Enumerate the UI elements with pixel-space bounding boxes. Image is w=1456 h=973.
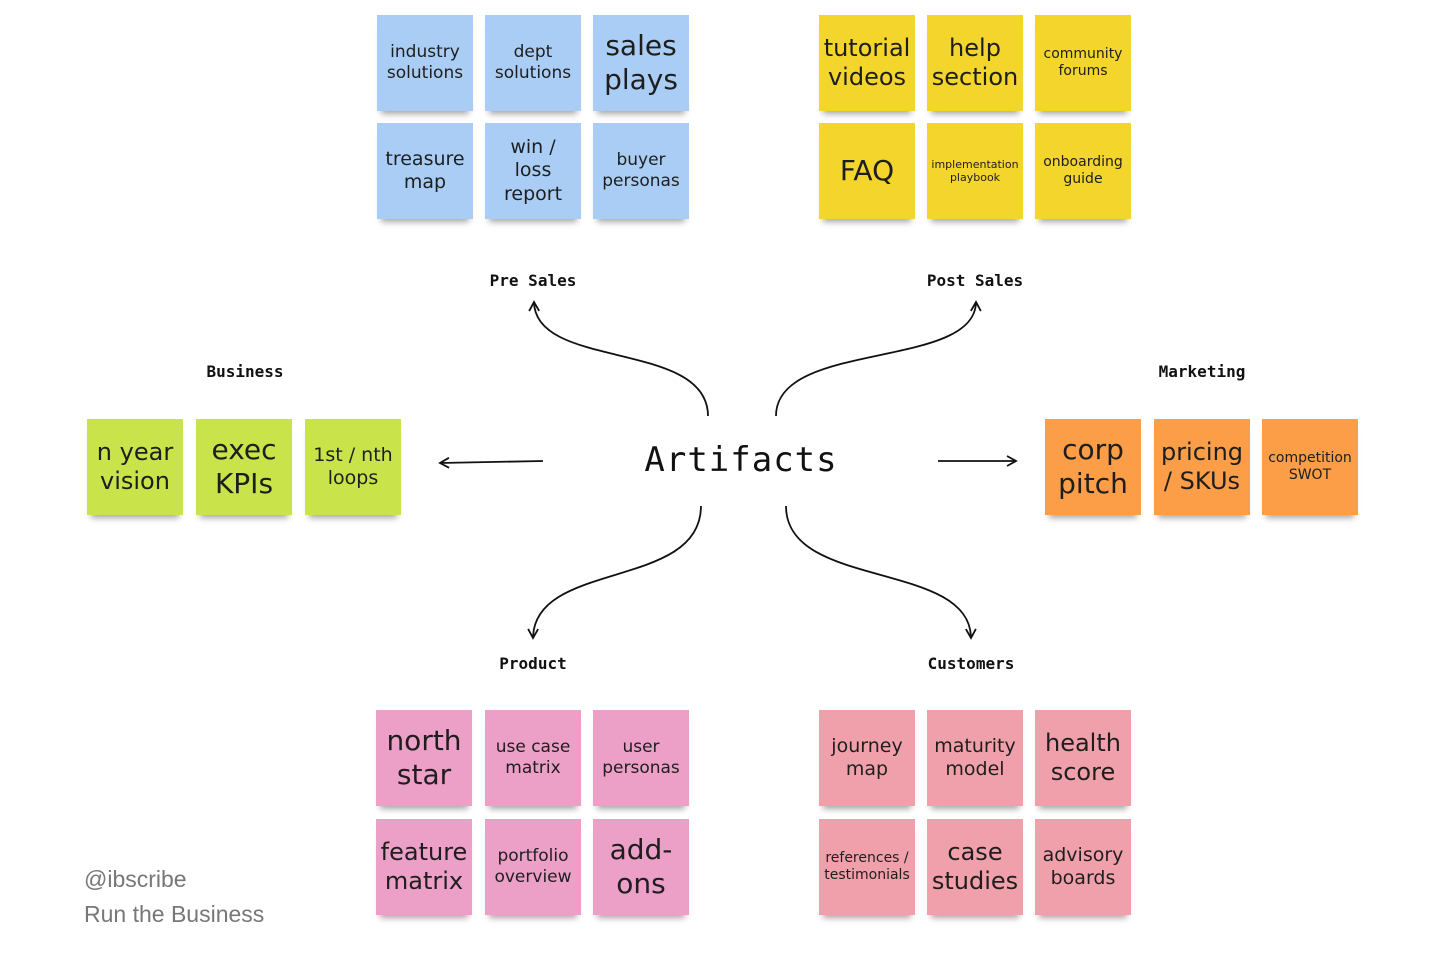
sticky-note: buyer personas [593,123,689,219]
sticky-note: n year vision [87,419,183,515]
sticky-note: portfolio overview [485,819,581,915]
note-text: add- ons [609,832,673,900]
sticky-note: maturity model [927,710,1023,806]
arrow-to-post-sales [775,300,982,417]
note-text: n year vision [96,437,174,495]
sticky-note: add- ons [593,819,689,915]
note-text: portfolio overview [494,846,572,887]
note-text: 1st / nth loops [313,443,393,489]
note-text: sales plays [604,28,678,96]
sticky-note: implementation playbook [927,123,1023,219]
sticky-note: user personas [593,710,689,806]
label-customers: Customers [927,654,1015,673]
arrow-to-customers [785,505,977,640]
note-text: onboarding guide [1043,153,1123,187]
note-text: pricing / SKUs [1160,437,1244,495]
note-text: case studies [931,837,1019,895]
credit-subtitle: Run the Business [84,901,265,927]
sticky-note: industry solutions [377,15,473,111]
note-text: north star [386,723,462,791]
note-text: health score [1045,728,1121,786]
arrow-to-pre-sales [528,300,709,417]
sticky-note: advisory boards [1035,819,1131,915]
note-text: FAQ [839,153,895,187]
sticky-note: journey map [819,710,915,806]
note-text: feature matrix [380,837,468,895]
note-text: tutorial videos [823,33,911,91]
sticky-note: win / loss report [485,123,581,219]
sticky-note: north star [376,710,472,806]
sticky-note: case studies [927,819,1023,915]
note-text: implementation playbook [931,157,1019,184]
sticky-note: competition SWOT [1262,419,1358,515]
note-text: references / testimonials [824,849,910,883]
credit-handle: @ibscribe [84,866,187,892]
note-text: competition SWOT [1268,449,1352,483]
note-text: win / loss report [503,136,563,205]
sticky-note: feature matrix [376,819,472,915]
sticky-note: use case matrix [485,710,581,806]
note-text: advisory boards [1042,843,1124,889]
sticky-note: references / testimonials [819,819,915,915]
note-text: corp pitch [1058,432,1128,500]
note-text: maturity model [934,734,1016,780]
label-business: Business [206,362,284,381]
sticky-note: FAQ [819,123,915,219]
label-post-sales: Post Sales [926,271,1024,290]
label-pre-sales: Pre Sales [489,271,577,290]
arrow-to-product [527,505,702,640]
sticky-note: 1st / nth loops [305,419,401,515]
sticky-note: corp pitch [1045,419,1141,515]
sticky-note: help section [927,15,1023,111]
arrow-to-business [438,457,544,469]
label-marketing: Marketing [1158,362,1246,381]
note-text: buyer personas [602,150,680,191]
sticky-note: dept solutions [485,15,581,111]
sticky-note: treasure map [377,123,473,219]
note-text: user personas [602,737,680,778]
center-title: Artifacts [644,440,838,480]
sticky-note: tutorial videos [819,15,915,111]
note-text: treasure map [385,147,465,193]
sticky-note: health score [1035,710,1131,806]
note-text: use case matrix [495,737,571,778]
note-text: industry solutions [386,42,464,83]
note-text: community forums [1043,45,1123,79]
note-text: dept solutions [494,42,572,83]
label-product: Product [499,654,567,673]
sticky-note: sales plays [593,15,689,111]
sticky-note: onboarding guide [1035,123,1131,219]
sticky-note: pricing / SKUs [1154,419,1250,515]
note-text: exec KPIs [211,432,277,500]
sticky-note: exec KPIs [196,419,292,515]
sticky-note: community forums [1035,15,1131,111]
note-text: help section [931,33,1019,91]
note-text: journey map [831,734,903,780]
